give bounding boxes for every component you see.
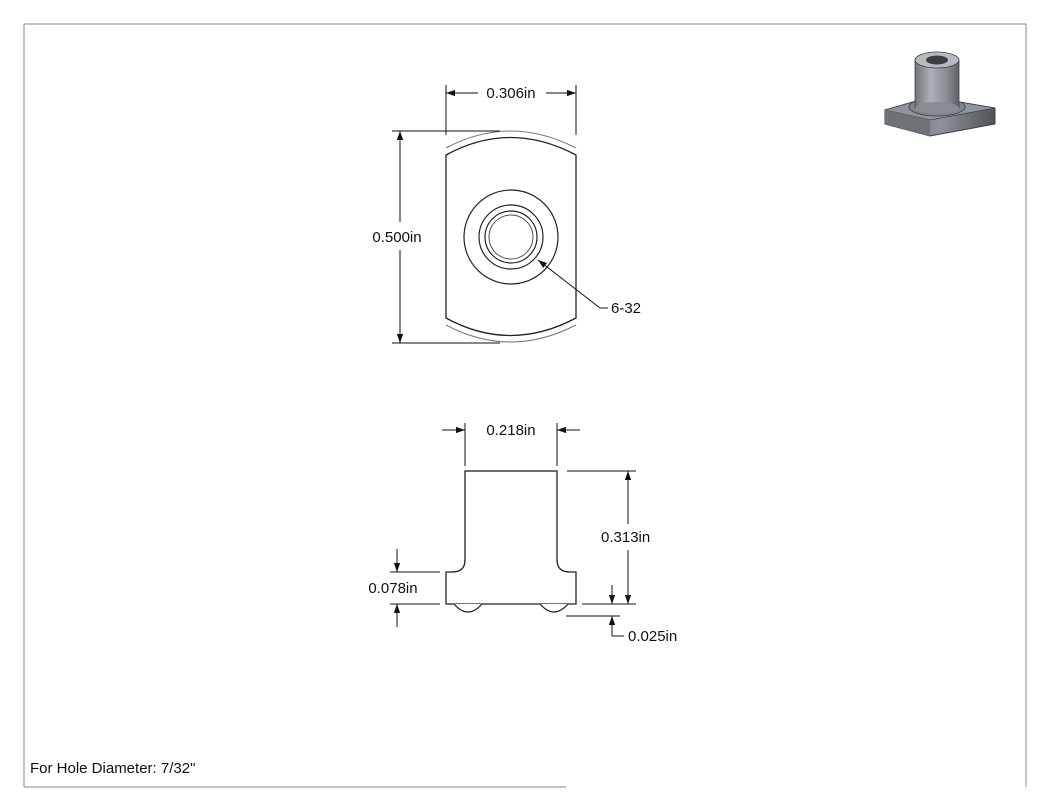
- top-view-outline: [445, 136, 577, 337]
- dim-overall-height-label: 0.313in: [601, 529, 650, 546]
- foot-left: [453, 603, 483, 613]
- thread-callout-leader: [537, 259, 608, 309]
- dim-top-height-label: 0.500in: [372, 229, 421, 246]
- side-view: [445, 470, 577, 613]
- dim-foot-height-label: 0.025in: [628, 628, 677, 645]
- boss-outline: [464, 470, 558, 570]
- dim-boss-width-label: 0.218in: [486, 422, 535, 439]
- dim-foot-height: [566, 585, 624, 637]
- dim-top-height: [392, 130, 500, 344]
- top-view: [445, 130, 577, 343]
- flange-circle: [463, 189, 559, 285]
- dim-top-width: [445, 85, 577, 135]
- threaded-hole: [484, 210, 538, 264]
- dim-flange-height: [390, 549, 440, 627]
- dim-flange-height-label: 0.078in: [368, 580, 417, 597]
- sheet-border: [23, 23, 1027, 788]
- isometric-part-image: [884, 51, 996, 137]
- hole-diameter-note: For Hole Diameter: 7/32": [30, 760, 196, 777]
- flange-outline: [445, 559, 577, 605]
- thread-callout-label: 6-32: [611, 300, 641, 317]
- foot-right: [539, 603, 569, 613]
- dim-top-width-label: 0.306in: [486, 85, 535, 102]
- dim-boss-width: [442, 423, 580, 466]
